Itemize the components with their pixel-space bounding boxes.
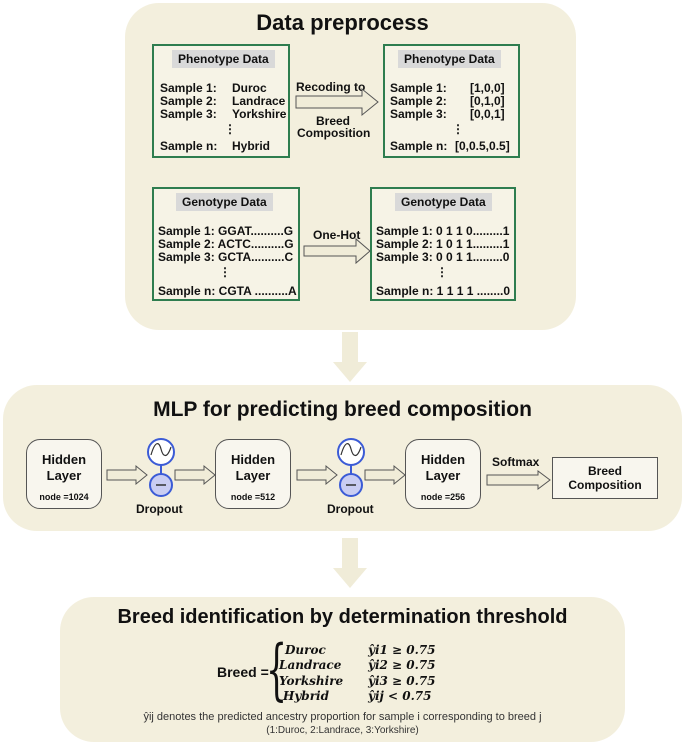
dropout-icon bbox=[147, 438, 175, 497]
case-condition: ŷi3 ≥ 0.75 bbox=[368, 674, 436, 688]
notation-note: ŷij denotes the predicted ancestry propo… bbox=[143, 711, 542, 723]
softmax-label: Softmax bbox=[492, 455, 540, 469]
section3-title: Breed identification by determination th… bbox=[117, 606, 568, 628]
phenotype-output-title: Phenotype Data bbox=[398, 50, 501, 68]
pheno-out-sample: Sample 1: bbox=[390, 81, 447, 95]
recode-label-top: Recoding to bbox=[296, 80, 366, 94]
pheno-out-sample: Sample n: bbox=[390, 139, 448, 153]
geno-out-row: Sample n: 1 1 1 1 ........0 bbox=[376, 284, 511, 298]
onehot-label: One-Hot bbox=[313, 228, 361, 242]
pheno-out-sample: Sample 3: bbox=[390, 107, 447, 121]
section1-title: Data preprocess bbox=[256, 10, 429, 35]
recode-label-bottom1: Breed bbox=[316, 114, 351, 128]
mlp-arrow bbox=[174, 464, 216, 486]
case-condition: ŷij < 0.75 bbox=[368, 689, 432, 703]
pheno-in-sample: Sample 1: bbox=[160, 81, 217, 95]
pheno-in-sample: Sample 2: bbox=[160, 94, 217, 108]
recode-label-bottom2: Composition bbox=[297, 126, 371, 140]
case-name: Landrace bbox=[279, 658, 342, 672]
mlp-arrow bbox=[106, 464, 148, 486]
breed-identification-panel bbox=[60, 597, 625, 742]
breed-equals-label: Breed = bbox=[217, 664, 269, 680]
geno-out-row: Sample 1: 0 1 1 0.........1 bbox=[376, 224, 510, 238]
pheno-in-value: Landrace bbox=[232, 94, 286, 108]
geno-in-row: Sample 3: GCTA..........C bbox=[158, 250, 294, 264]
down-arrow-2 bbox=[333, 538, 367, 588]
case-name: Duroc bbox=[285, 643, 326, 657]
pheno-in-value: Duroc bbox=[232, 81, 267, 95]
genotype-input-title: Genotype Data bbox=[176, 193, 273, 211]
geno-out-ellipsis: ⋮ bbox=[436, 265, 448, 279]
pheno-out-value: [0,0.5,0.5] bbox=[455, 139, 510, 153]
case-name: Yorkshire bbox=[279, 674, 344, 688]
pheno-in-value: Yorkshire bbox=[232, 107, 287, 121]
phenotype-input-title: Phenotype Data bbox=[172, 50, 275, 68]
mlp-arrow bbox=[296, 464, 338, 486]
dropout-label: Dropout bbox=[136, 502, 183, 516]
geno-out-row: Sample 3: 0 0 1 1.........0 bbox=[376, 250, 510, 264]
pheno-in-ellipsis: ⋮ bbox=[224, 122, 236, 136]
pheno-out-value: [0,1,0] bbox=[470, 94, 505, 108]
hidden-layer-node: node =512 bbox=[230, 492, 276, 502]
hidden-layer-node: node =256 bbox=[420, 492, 466, 502]
softmax-arrow bbox=[486, 470, 551, 490]
pheno-in-value: Hybrid bbox=[232, 139, 271, 153]
case-condition: ŷi1 ≥ 0.75 bbox=[368, 643, 436, 657]
geno-in-row: Sample n: CGTA ..........A bbox=[158, 284, 297, 298]
recode-arrow bbox=[295, 87, 379, 117]
pheno-out-ellipsis: ⋮ bbox=[452, 122, 464, 136]
dropout-label: Dropout bbox=[327, 502, 374, 516]
pheno-in-sample: Sample n: bbox=[160, 139, 218, 153]
pheno-in-sample: Sample 3: bbox=[160, 107, 217, 121]
breed-index-note: (1:Duroc, 2:Landrace, 3:Yorkshire) bbox=[266, 725, 419, 736]
genotype-output-title: Genotype Data bbox=[395, 193, 492, 211]
down-arrow-1 bbox=[333, 332, 367, 382]
geno-in-row: Sample 2: ACTC..........G bbox=[158, 237, 294, 251]
onehot-arrow bbox=[303, 237, 371, 265]
pheno-out-value: [0,0,1] bbox=[470, 107, 505, 121]
hidden-layer-node: node =1024 bbox=[39, 492, 89, 502]
geno-in-ellipsis: ⋮ bbox=[219, 265, 231, 279]
case-condition: ŷi2 ≥ 0.75 bbox=[368, 658, 436, 672]
dropout-icon bbox=[337, 438, 365, 497]
geno-out-row: Sample 2: 1 0 1 1.........1 bbox=[376, 237, 510, 251]
mlp-arrow bbox=[364, 464, 406, 486]
case-name: Hybrid bbox=[283, 689, 329, 703]
pheno-out-sample: Sample 2: bbox=[390, 94, 447, 108]
pheno-out-value: [1,0,0] bbox=[470, 81, 505, 95]
section2-title: MLP for predicting breed composition bbox=[153, 398, 532, 421]
cases-brace: { bbox=[266, 631, 287, 708]
geno-in-row: Sample 1: GGAT..........G bbox=[158, 224, 294, 238]
